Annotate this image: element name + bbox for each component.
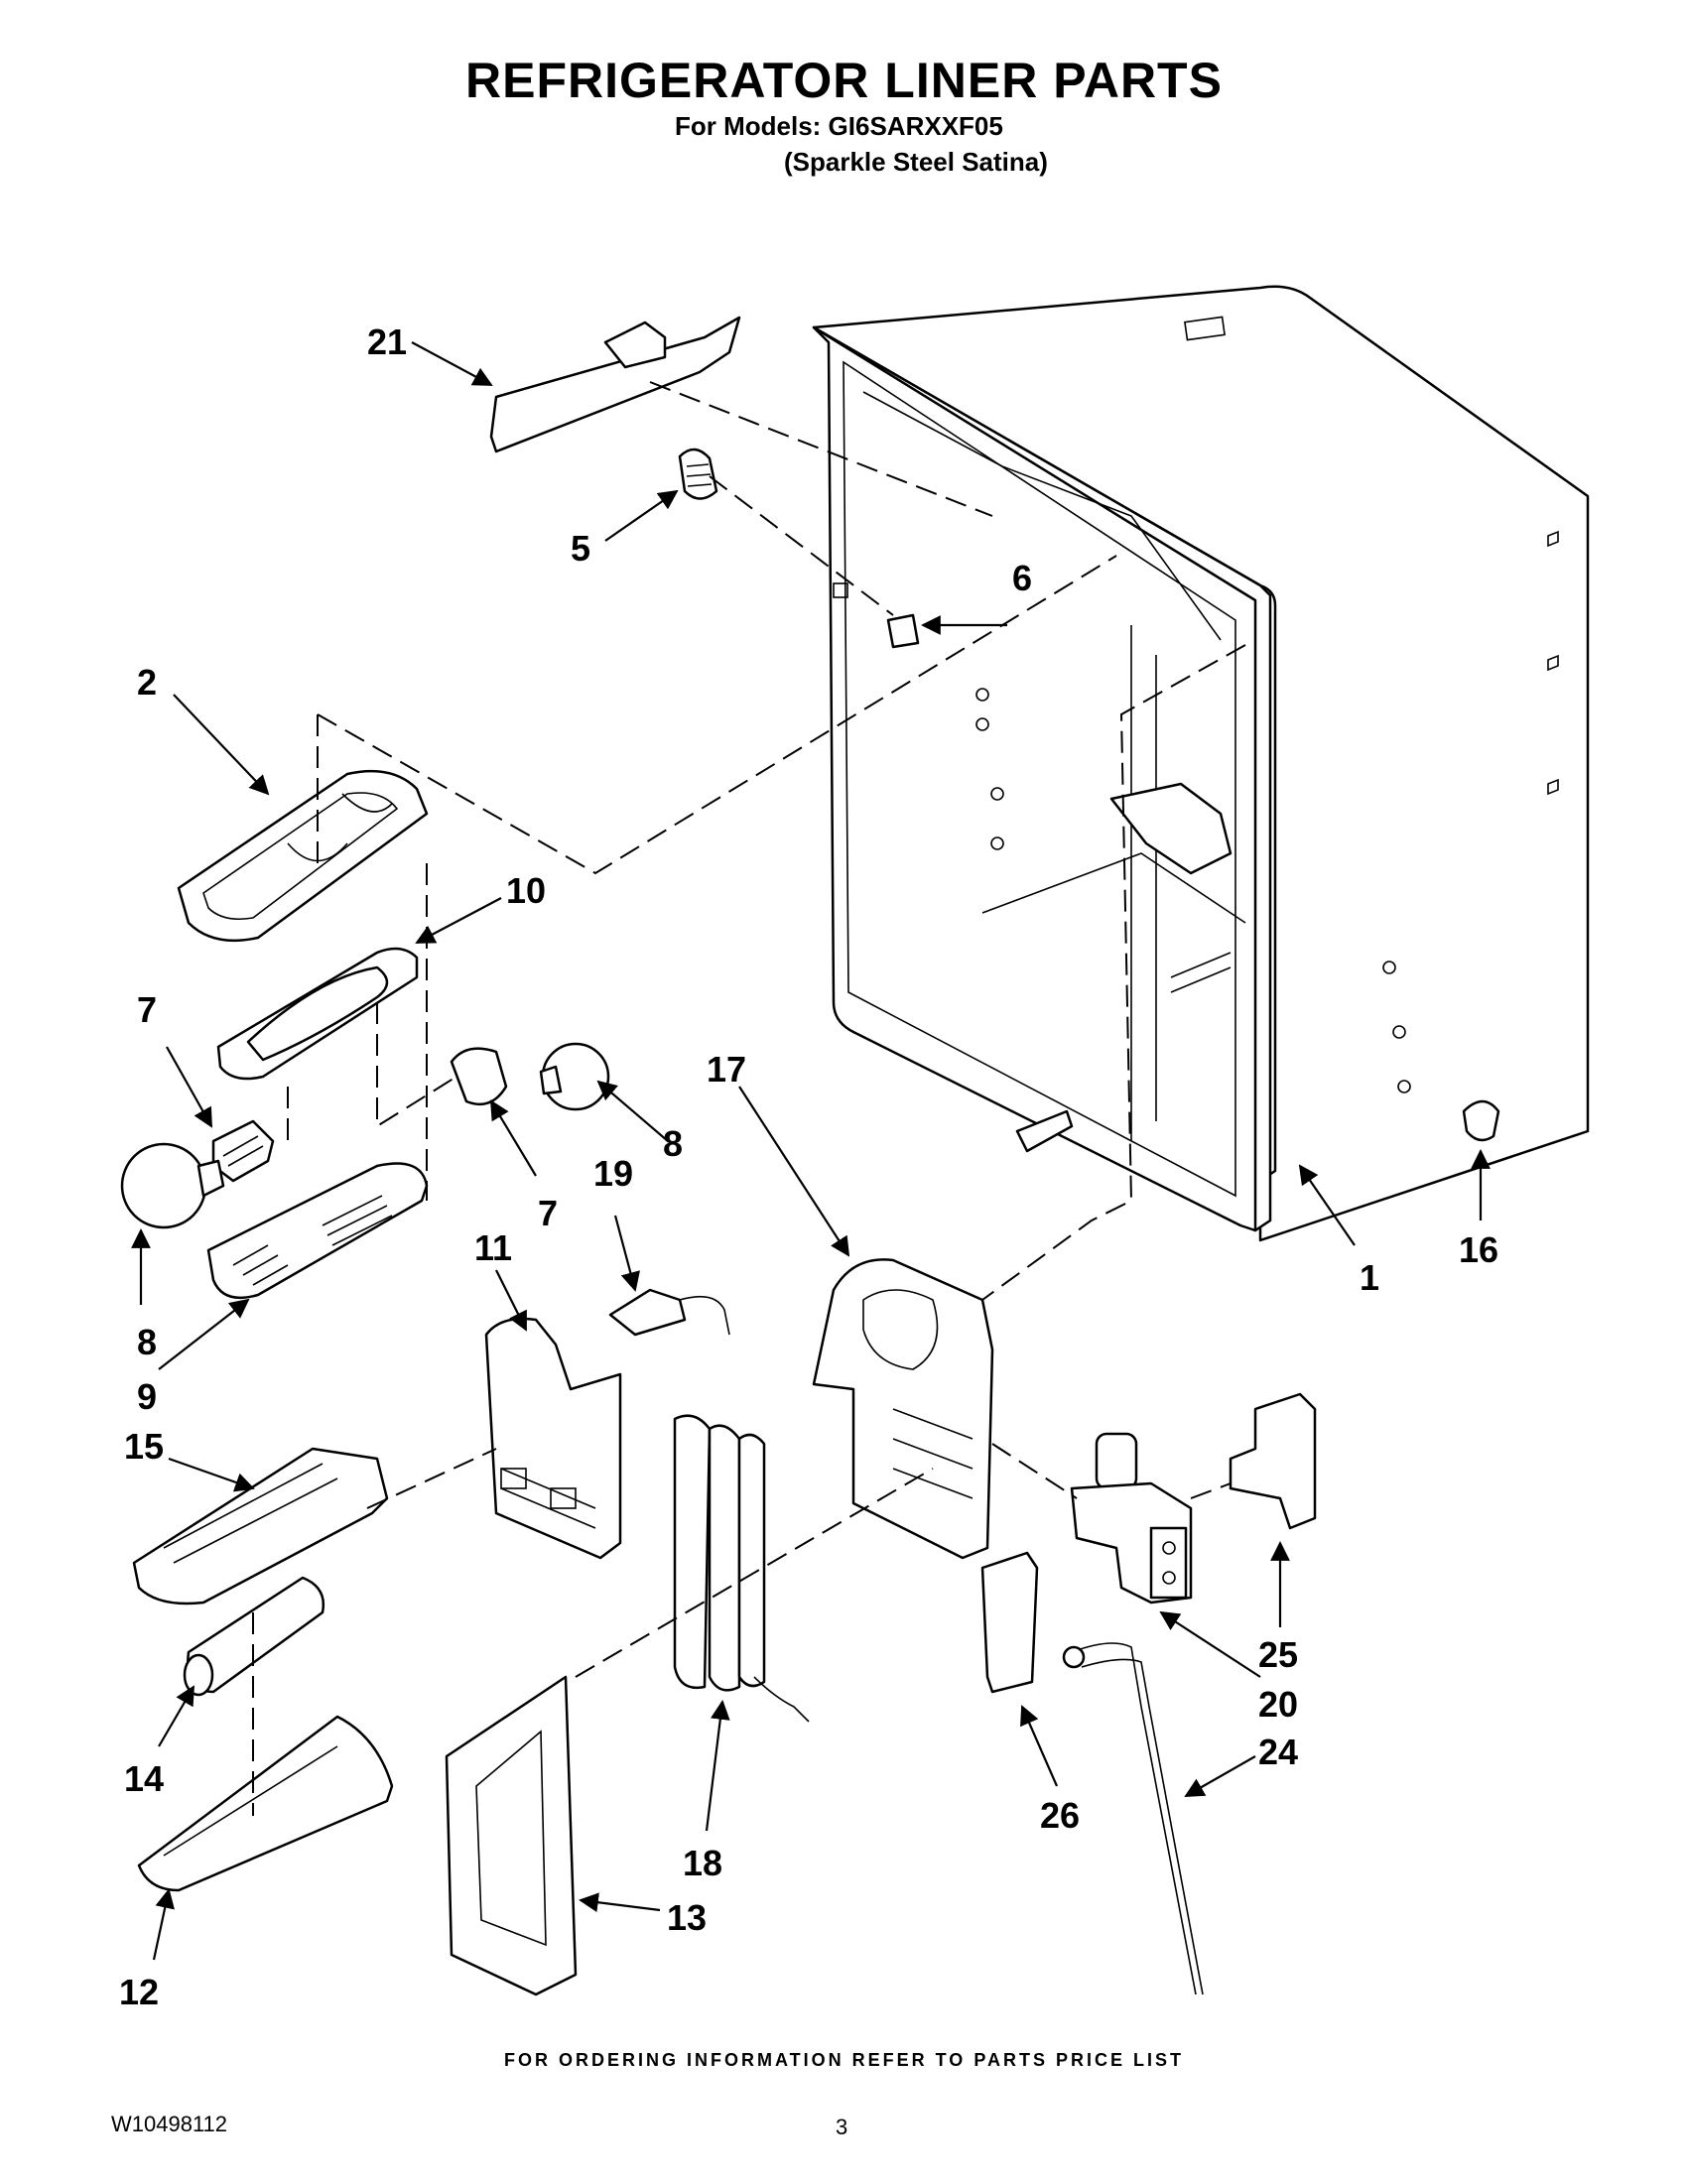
filter-cover-part-12 bbox=[137, 1715, 394, 1892]
filter-cartridge-part-14 bbox=[183, 1576, 325, 1697]
callout-2: 2 bbox=[137, 662, 157, 703]
callout-9: 9 bbox=[137, 1376, 157, 1417]
models-line: For Models: GI6SARXXF05 bbox=[675, 111, 1003, 141]
callout-1: 1 bbox=[1360, 1257, 1379, 1298]
valve-bracket-part-25 bbox=[1229, 1392, 1317, 1530]
callout-leaders bbox=[131, 341, 1491, 1961]
heater-part-18 bbox=[673, 1414, 810, 1723]
callout-14: 14 bbox=[124, 1758, 164, 1799]
dispenser-housing-part-17 bbox=[812, 1258, 994, 1560]
water-tube-part-24 bbox=[1062, 1642, 1204, 1995]
callout-19: 19 bbox=[593, 1153, 633, 1194]
variant-line: (Sparkle Steel Satina) bbox=[784, 147, 1048, 177]
water-valve-part-20 bbox=[1070, 1432, 1193, 1605]
light-socket-part-7-right bbox=[450, 1047, 508, 1106]
callout-10: 10 bbox=[506, 870, 546, 911]
callout-5: 5 bbox=[571, 528, 590, 569]
channel-cover-part-26 bbox=[980, 1551, 1039, 1694]
light-bulb-part-8-right bbox=[539, 1042, 610, 1111]
liner-box-part-1 bbox=[812, 285, 1590, 1242]
page-number: 3 bbox=[836, 2115, 848, 2139]
damper-knob-part-5 bbox=[678, 448, 718, 500]
lens-part-10 bbox=[216, 947, 419, 1081]
light-housing-part-2 bbox=[177, 769, 429, 943]
callout-18: 18 bbox=[683, 1843, 722, 1883]
callout-11: 11 bbox=[474, 1227, 512, 1268]
callout-13: 13 bbox=[667, 1897, 707, 1938]
callout-26: 26 bbox=[1040, 1795, 1080, 1836]
callout-7-left: 7 bbox=[137, 989, 157, 1030]
page-title: REFRIGERATOR LINER PARTS bbox=[465, 53, 1223, 108]
callout-17: 17 bbox=[707, 1049, 746, 1090]
callout-16: 16 bbox=[1459, 1229, 1498, 1270]
callout-20: 20 bbox=[1258, 1684, 1298, 1725]
callout-24: 24 bbox=[1258, 1732, 1298, 1772]
callout-7-right: 7 bbox=[538, 1193, 558, 1233]
callout-8-right: 8 bbox=[663, 1123, 683, 1164]
dispenser-bracket-part-11 bbox=[484, 1317, 622, 1560]
plug-part-16 bbox=[1462, 1099, 1500, 1142]
callout-15: 15 bbox=[124, 1426, 164, 1467]
ordering-note: FOR ORDERING INFORMATION REFER TO PARTS … bbox=[503, 2050, 1184, 2070]
grille-part-9 bbox=[206, 1162, 429, 1300]
callout-25: 25 bbox=[1258, 1634, 1298, 1675]
assembly-guide-lines bbox=[252, 381, 1246, 1816]
callout-12: 12 bbox=[119, 1972, 159, 2012]
callout-8-left: 8 bbox=[137, 1322, 157, 1362]
vent-cover-part-21 bbox=[489, 316, 741, 453]
filter-head-part-15 bbox=[132, 1447, 389, 1606]
thermistor-part-19 bbox=[608, 1288, 730, 1337]
light-bulb-part-8-left bbox=[120, 1142, 225, 1229]
liner-panel-part-13 bbox=[445, 1675, 578, 1996]
callout-21: 21 bbox=[367, 321, 407, 362]
clip-part-6 bbox=[886, 613, 920, 649]
document-number: W10498112 bbox=[111, 2112, 228, 2136]
callout-labels: 21 5 6 2 10 7 7 8 8 9 11 19 17 1 16 15 1… bbox=[119, 321, 1498, 2012]
light-socket-part-7-left bbox=[211, 1119, 275, 1183]
callout-6: 6 bbox=[1012, 558, 1032, 598]
